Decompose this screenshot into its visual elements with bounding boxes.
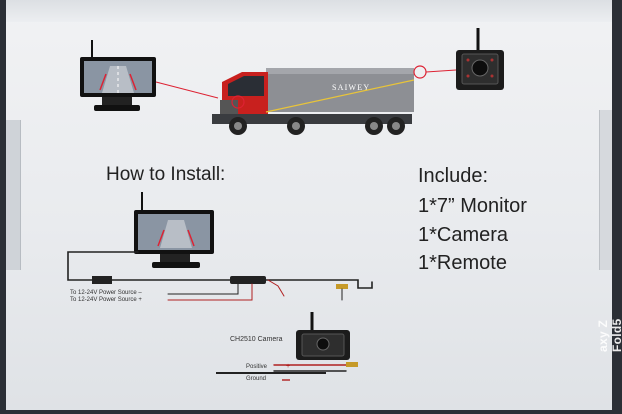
arrow-truck-to-camera — [425, 69, 457, 73]
install-monitor-icon — [134, 192, 214, 268]
wiring-diagram — [67, 251, 373, 374]
truck-illustration: SAIWEY — [212, 65, 427, 135]
power-source-negative-label: To 12-24V Power Source – — [70, 290, 142, 296]
camera-icon — [456, 28, 504, 90]
include-item-camera: 1*Camera — [418, 224, 509, 246]
arrow-monitor-to-truck — [155, 81, 219, 99]
camera-model-label: CH2510 Camera — [230, 336, 283, 343]
product-box: SAIWEY — [6, 0, 612, 410]
positive-sign: + — [286, 363, 290, 370]
monitor-icon — [80, 40, 156, 111]
box-left-fold — [6, 120, 21, 270]
install-title: How to Install: — [106, 164, 226, 185]
power-source-positive-label: To 12-24V Power Source + — [70, 297, 142, 303]
include-item-remote: 1*Remote — [418, 252, 507, 274]
ch2510-camera-icon — [296, 312, 350, 360]
positive-label: Positive — [246, 364, 268, 370]
truck-brand-text: SAIWEY — [332, 83, 370, 92]
illustration: SAIWEY — [67, 28, 504, 381]
ground-label: Ground — [246, 376, 267, 382]
box-right-fold — [599, 110, 612, 270]
phone-watermark: axy Z Fold5 — [596, 318, 622, 353]
include-title: Include: — [418, 165, 489, 187]
include-item-monitor: 1*7” Monitor — [418, 195, 527, 217]
